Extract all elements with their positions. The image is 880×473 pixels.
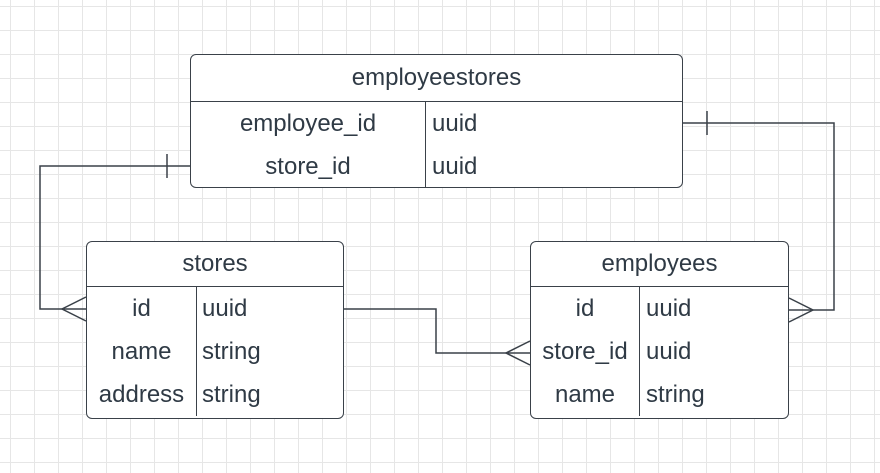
entity-body-employeestores: employee_id uuid store_id uuid: [191, 102, 682, 187]
field-type: uuid: [646, 338, 692, 365]
field-name: store_id: [542, 338, 628, 365]
field-name: id: [575, 295, 595, 322]
entity-stores[interactable]: stores id uuid name string address strin…: [86, 241, 344, 419]
crowfoot-many-marker-employees-left: [504, 340, 531, 366]
field-name: name: [554, 381, 616, 408]
table-row: address string: [87, 373, 343, 416]
field-type: string: [202, 381, 261, 408]
connector-stores-employees: [344, 308, 530, 354]
field-name: store_id: [265, 153, 351, 180]
field-name: name: [111, 338, 172, 365]
entity-title-employees: employees: [531, 242, 788, 287]
field-name: id: [132, 295, 151, 322]
field-type: uuid: [432, 110, 478, 137]
entity-employees[interactable]: employees id uuid store_id uuid name str…: [530, 241, 789, 419]
entity-body-employees: id uuid store_id uuid name string: [531, 287, 788, 416]
field-type: string: [646, 381, 705, 408]
entity-title-stores: stores: [87, 242, 343, 287]
table-row: id uuid: [87, 287, 343, 330]
field-type: uuid: [646, 295, 692, 322]
field-name: employee_id: [239, 110, 377, 137]
table-row: name string: [87, 330, 343, 373]
field-type: uuid: [432, 153, 478, 180]
column-divider: [639, 287, 640, 416]
column-divider: [425, 102, 426, 187]
column-divider: [196, 287, 197, 416]
table-row: name string: [531, 373, 788, 416]
field-name: address: [98, 381, 185, 408]
table-row: employee_id uuid: [191, 102, 682, 145]
field-type: uuid: [202, 295, 248, 322]
entity-title-employeestores: employeestores: [191, 55, 682, 102]
table-row: store_id uuid: [531, 330, 788, 373]
entity-employeestores[interactable]: employeestores employee_id uuid store_id…: [190, 54, 683, 188]
field-type: string: [202, 338, 261, 365]
table-row: id uuid: [531, 287, 788, 330]
crowfoot-many-marker-employees-right: [788, 297, 815, 323]
table-row: store_id uuid: [191, 145, 682, 187]
entity-body-stores: id uuid name string address string: [87, 287, 343, 416]
crowfoot-many-marker-stores: [60, 296, 87, 322]
